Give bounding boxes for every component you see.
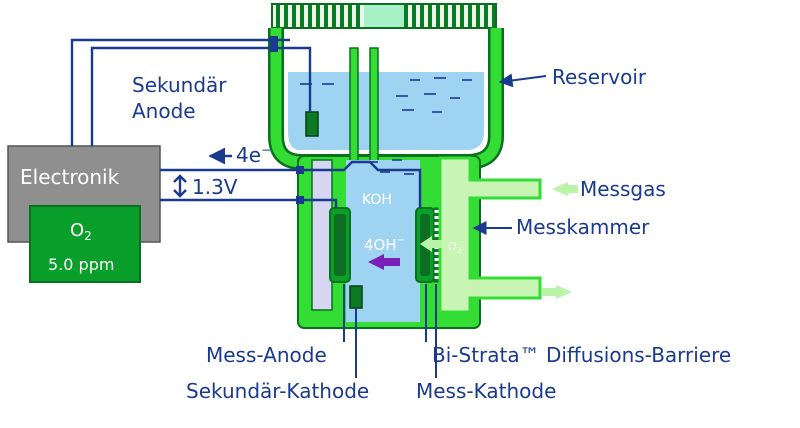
messgas-outlet-arrow-tail	[542, 288, 556, 296]
reservoir-cap	[271, 3, 497, 29]
leader-lines	[343, 73, 547, 378]
sekundaer-kathode-block	[349, 285, 363, 309]
electronik-label: Electronik	[20, 165, 120, 189]
mess-anode-label: Mess-Anode	[206, 343, 327, 367]
hydroxide-label: 4OH−	[364, 235, 405, 254]
sekundaer-anode-block	[305, 111, 319, 137]
reservoir-label: Reservoir	[552, 65, 647, 89]
connectors	[270, 36, 304, 204]
sekundaer-kathode-label: Sekundär-Kathode	[186, 379, 369, 403]
hydroxide-arrow	[368, 254, 384, 270]
o2-small-label: O2	[448, 240, 462, 255]
sekundaer-anode-label-line1: Sekundär	[132, 73, 227, 97]
o2-display	[29, 205, 141, 283]
mess-kathode-label: Mess-Kathode	[416, 379, 556, 403]
messgas-label: Messgas	[580, 177, 666, 201]
voltage-label: 1.3V	[192, 175, 238, 199]
mess-anode-block	[329, 207, 351, 283]
bi-strata-label: Bi-Strata™ Diffusions-Barriere	[432, 343, 731, 367]
koh-label: KOH	[362, 192, 392, 208]
messkammer-chamber	[438, 156, 542, 314]
wires	[70, 38, 422, 208]
voltage-arrow	[173, 174, 187, 198]
o2-value: 5.0 ppm	[48, 255, 114, 274]
hydroxide-arrow-tail	[384, 258, 400, 266]
electron-label: 4e−	[236, 143, 271, 167]
sekundaer-anode-label-line2: Anode	[132, 99, 196, 123]
messgas-inlet-arrow-tail	[568, 185, 578, 193]
messkammer-label: Messkammer	[516, 215, 650, 239]
o2-display-label: O2	[70, 220, 92, 243]
o2-diffusion-arrow-tail	[432, 240, 442, 248]
messgas-outlet-arrow	[556, 285, 572, 299]
messgas-inlet-arrow	[552, 182, 568, 196]
o2-diffusion-arrow	[420, 236, 432, 252]
